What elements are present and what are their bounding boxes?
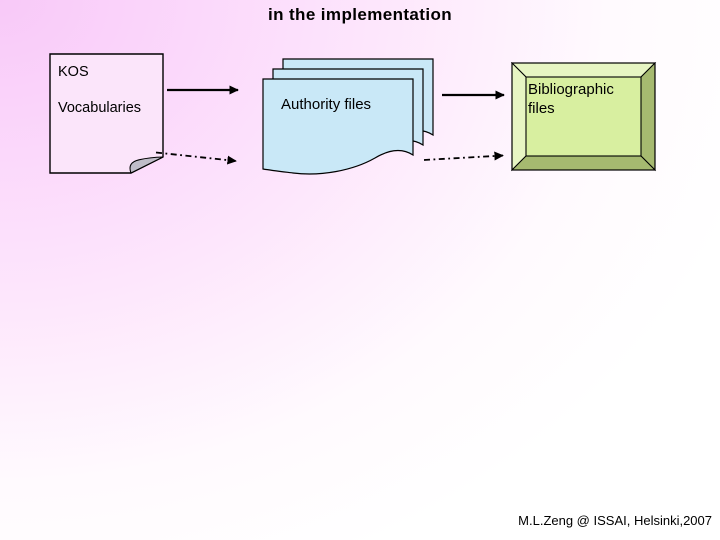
authority-files-node (262, 58, 434, 175)
bevel-bottom-face (511, 155, 657, 171)
bibliographic-files-label: Bibliographic files (528, 81, 619, 117)
bibliographic-files-node (511, 62, 657, 172)
bevel-center-panel (525, 76, 642, 157)
bevel-outer-border (511, 62, 656, 171)
kos-label-line2: Vocabularies (58, 100, 142, 116)
slide-title: in the implementation (267, 5, 453, 24)
kos-vocabularies-node (49, 53, 164, 174)
document-shape-front (262, 78, 414, 175)
bevel-top-face (511, 62, 657, 78)
bevel-left-face (511, 62, 527, 172)
kos-label-line1: KOS (58, 64, 89, 80)
footer-credit: M.L.Zeng @ ISSAI, Helsinki,2007 (518, 513, 712, 528)
authority-files-label: Authority files (281, 96, 372, 113)
bevel-right-face (640, 62, 656, 172)
dashdot-arrow-kos-to-authority (155, 151, 237, 165)
